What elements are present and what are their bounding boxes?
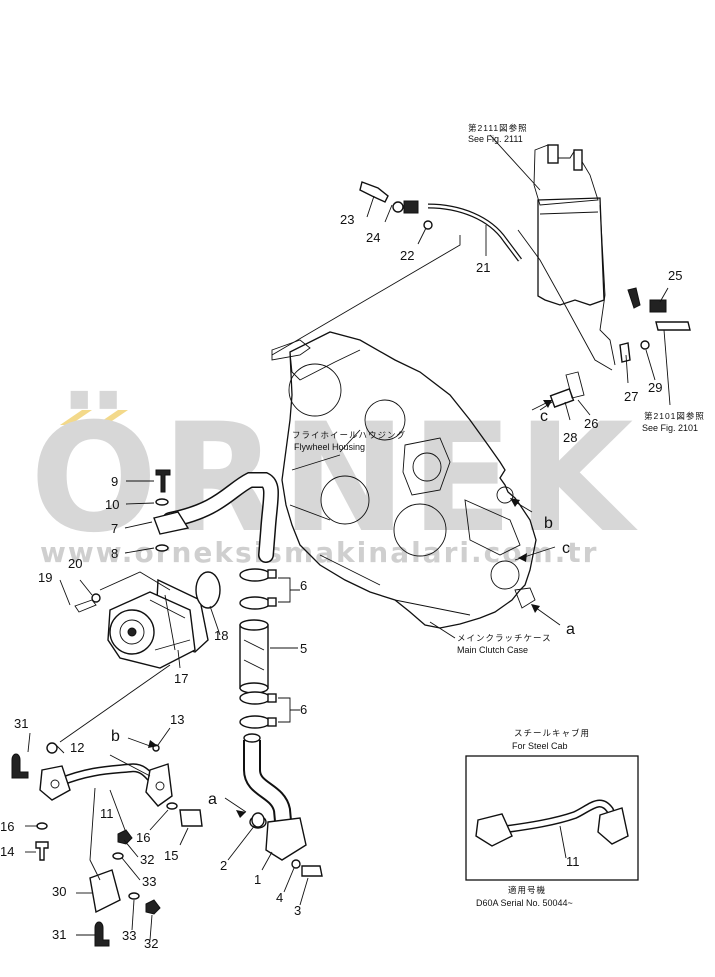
inset-title-en: For Steel Cab [512,741,568,751]
pipe-1 [243,733,323,877]
clutch-label-en: Main Clutch Case [457,645,528,655]
o-ring-18 [195,571,221,609]
callout-c-upper: c [540,408,548,425]
callout-b-right: b [544,515,553,532]
part-number-20: 20 [68,556,82,571]
part-number-31-upper: 31 [14,716,28,731]
part-number-21: 21 [476,260,490,275]
callout-c-right: c [562,540,570,557]
callout-a-left: a [208,791,217,808]
part-number-25: 25 [668,268,682,283]
pipe-7 [153,469,279,563]
part-number-3: 3 [294,903,301,918]
part-number-33-lower: 33 [122,928,136,943]
part-number-1: 1 [254,872,261,887]
fittings-25-29 [549,287,691,408]
part-number-6-upper: 6 [300,578,307,593]
ref-fig2111-en: See Fig. 2111 [468,134,523,144]
part-numbers: 23 24 22 21 25 27 29 26 28 9 10 7 8 20 1… [0,212,682,951]
part-number-23: 23 [340,212,354,227]
callout-a-right: a [566,621,575,638]
part-number-26: 26 [584,416,598,431]
watermark-accent-right [96,410,128,425]
part-number-16-left: 16 [0,819,14,834]
part-number-7: 7 [111,521,118,536]
watermark-text: ÖRNEK [30,390,638,566]
inset-serial-en: D60A Serial No. 50044~ [476,898,573,908]
hose-5-clamps-6 [239,568,277,729]
ref-fig2101-jp: 第2101図参照 [644,411,705,421]
inset-part-number: 11 [566,854,580,869]
part-number-4: 4 [276,890,283,905]
callout-arrows [148,399,553,818]
pipe-11 [39,763,173,807]
part-number-12: 12 [70,740,84,755]
inset-frame [465,755,639,881]
part-number-10: 10 [105,497,119,512]
part-number-8: 8 [111,546,118,561]
part-number-5: 5 [300,641,307,656]
ref-fig2101-en: See Fig. 2101 [642,423,698,433]
part-number-19: 19 [38,570,52,585]
inset-serial-jp: 適用号機 [508,885,546,895]
flywheel-label-en: Flywheel Housing [294,442,365,452]
part-number-29: 29 [648,380,662,395]
watermark: ÖRNEK www.orneksismakinalari.com.tr [30,390,638,569]
part-number-18: 18 [214,628,228,643]
part-number-28: 28 [563,430,577,445]
pump-17 [74,571,209,669]
part-number-31-lower: 31 [52,927,66,942]
part-number-24: 24 [366,230,380,245]
inset-title-jp: スチールキャブ用 [514,728,590,738]
leader-lines [25,134,671,941]
part-number-32-upper: 32 [140,852,154,867]
part-number-16-right: 16 [136,830,150,845]
part-number-33-upper: 33 [142,874,156,889]
inset-steel-cab [465,755,639,881]
part-number-13: 13 [170,712,184,727]
part-number-32-lower: 32 [144,936,158,951]
reservoir-tank-drawing [517,144,616,371]
part-number-9: 9 [111,474,118,489]
part-number-11: 11 [100,806,114,821]
part-number-22: 22 [400,248,414,263]
part-number-15: 15 [164,848,178,863]
flywheel-label-jp: フライホイールハウジング [292,430,406,440]
part-number-27: 27 [624,389,638,404]
watermark-accent-left [60,410,92,425]
flywheel-housing-drawing [271,331,537,629]
part-number-30: 30 [52,884,66,899]
ref-fig2111-jp: 第2111図参照 [468,123,528,133]
clutch-label-jp: メインクラッチケース [457,633,552,643]
part-number-6-lower: 6 [300,702,307,717]
callout-letters: c b c a b a [111,408,575,808]
part-number-2: 2 [220,858,227,873]
reference-labels: 第2111図参照 See Fig. 2111 第2101図参照 See Fig.… [292,123,705,908]
part-number-17: 17 [174,671,188,686]
hose-21 [359,181,522,262]
callout-b-left: b [111,728,120,745]
part-number-14: 14 [0,844,14,859]
